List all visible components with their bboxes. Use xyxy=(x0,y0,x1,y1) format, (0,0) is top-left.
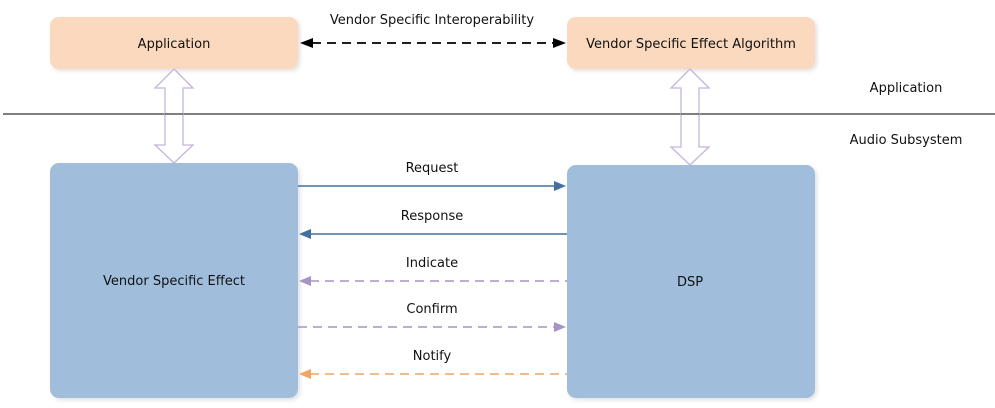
vendor-effect-box: Vendor Specific Effect xyxy=(50,163,298,398)
arrowhead-right-icon xyxy=(553,38,566,48)
arrowhead-left-icon xyxy=(299,229,311,239)
layer-label-application: Application xyxy=(870,81,943,96)
vendor-algorithm-box-label: Vendor Specific Effect Algorithm xyxy=(586,37,796,52)
arrowhead-left-icon xyxy=(299,369,311,379)
layer-label-audio-subsystem: Audio Subsystem xyxy=(850,133,963,148)
arrowhead-right-icon xyxy=(554,322,566,332)
dsp-box-label: DSP xyxy=(677,275,703,290)
message-response: Response xyxy=(299,209,567,239)
message-label: Indicate xyxy=(406,256,458,271)
double-arrow-left-icon xyxy=(153,68,195,164)
dsp-box: DSP xyxy=(567,165,815,398)
interop-label: Vendor Specific Interoperability xyxy=(330,13,534,28)
application-box-label: Application xyxy=(138,37,211,52)
message-indicate: Indicate xyxy=(299,256,567,286)
arrowhead-left-icon xyxy=(300,38,313,48)
message-label: Request xyxy=(406,161,459,176)
message-label: Confirm xyxy=(406,302,457,317)
double-arrow-right-icon xyxy=(669,68,711,166)
message-request: Request xyxy=(298,161,566,191)
message-label: Notify xyxy=(413,349,452,364)
message-confirm: Confirm xyxy=(298,302,566,332)
application-box: Application xyxy=(50,17,298,69)
vendor-effect-box-label: Vendor Specific Effect xyxy=(103,274,245,289)
message-notify: Notify xyxy=(299,349,567,379)
interop-arrow xyxy=(300,38,566,48)
vendor-algorithm-box: Vendor Specific Effect Algorithm xyxy=(567,17,815,69)
arrowhead-left-icon xyxy=(299,276,311,286)
message-label: Response xyxy=(401,209,463,224)
arrowhead-right-icon xyxy=(554,181,566,191)
